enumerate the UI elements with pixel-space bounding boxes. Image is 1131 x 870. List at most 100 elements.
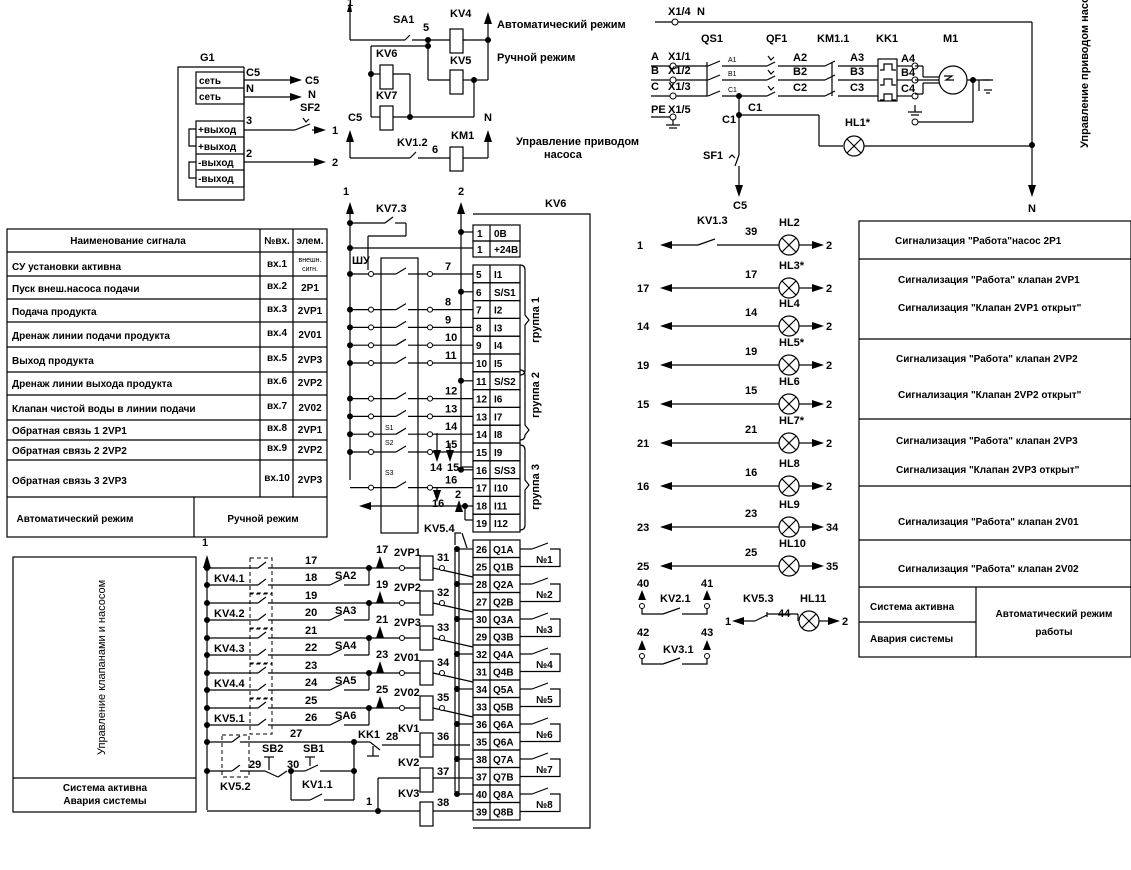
lamp-out-label: 2: [826, 240, 832, 252]
terminal-icon: [427, 484, 433, 491]
terminal-number: 12: [476, 395, 488, 406]
shu-label: ШУ: [352, 255, 370, 267]
lamp-label: HL3*: [779, 260, 805, 272]
n-out-label: N: [1028, 203, 1036, 215]
plc-title: KV6: [545, 198, 566, 210]
qf1-label: QF1: [766, 33, 787, 45]
c1-label-b: C1: [722, 114, 736, 126]
terminal-icon: [368, 360, 374, 366]
output-wire: 31: [437, 552, 449, 564]
terminal-icon: [368, 431, 374, 438]
signal-footer-active: Система активна: [870, 602, 955, 613]
x14-label: X1/4: [668, 6, 692, 18]
terminal-label: I4: [494, 341, 503, 352]
wire-number: 23: [305, 660, 317, 672]
s3-label: S3: [385, 470, 394, 477]
wire-29: 29: [249, 759, 261, 771]
table-row-name: СУ установки активна: [12, 262, 121, 273]
terminal-label: I1: [494, 270, 503, 281]
arrow-left-icon: [660, 439, 672, 447]
pe-label: PE: [651, 104, 666, 116]
terminal-number: 13: [476, 412, 488, 423]
node-label: C2: [793, 82, 807, 94]
kv31-label: KV3.1: [663, 644, 694, 656]
terminal-label: X1/3: [668, 81, 691, 93]
port-set-2: сеть: [199, 92, 221, 103]
terminal-icon: [427, 306, 433, 313]
node-label: C3: [850, 82, 864, 94]
terminal-number: 33: [476, 703, 488, 714]
terminal-number: 10: [476, 359, 488, 370]
wire-number: 9: [445, 314, 451, 326]
g1-label: G1: [200, 52, 215, 64]
terminal-icon: [368, 449, 374, 455]
terminal-label: I3: [494, 323, 503, 334]
kk1-ctrl-label: KK1: [358, 729, 380, 741]
mode-circuit: 1 SA1 5 KV4 Автоматический режим Ручной …: [346, 0, 639, 172]
table-row-element: 2VP2: [298, 378, 323, 389]
signal-label-7: Сигнализация "Клапан 2VP3 открыт": [896, 465, 1080, 476]
x15-label: X1/5: [668, 104, 691, 116]
node-label: A2: [793, 52, 807, 64]
lamp-out-label: 34: [826, 522, 839, 534]
tap-label: 19: [376, 579, 388, 591]
terminal-number: 28: [476, 580, 488, 591]
out-2: 2: [332, 157, 338, 169]
s2-label: S2: [385, 440, 394, 447]
arrow-right-icon: [812, 400, 824, 408]
arrow-left-icon: [660, 241, 672, 249]
kv3-coil-label: KV3: [398, 788, 419, 800]
table-header-element: элем.: [296, 236, 323, 247]
lamp-wire: 15: [745, 385, 757, 397]
node-6-label: 6: [432, 144, 438, 156]
branch-16: 16: [432, 498, 444, 510]
kv54-label: KV5.4: [424, 523, 455, 535]
valve-coil: [419, 625, 434, 651]
tap-arrow: [376, 696, 384, 708]
kv7-label: KV7: [376, 90, 397, 102]
terminal-label: I7: [494, 412, 503, 423]
terminal-icon: [399, 600, 405, 606]
terminal-icon: [439, 670, 445, 676]
kv1-coil-label: KV1: [398, 723, 419, 735]
valve-coil: [419, 695, 434, 721]
wire-number: 14: [445, 421, 458, 433]
terminal-label: S/S1: [494, 288, 516, 299]
terminal-icon: [368, 306, 374, 313]
terminal-number: 6: [476, 288, 482, 299]
terminal-label: Q3B: [493, 633, 514, 644]
lamp-wire: 21: [745, 424, 757, 436]
wire-number: 7: [445, 261, 451, 273]
terminal-label: S/S2: [494, 377, 516, 388]
relay-number: №4: [536, 660, 553, 671]
terminal-icon: [427, 342, 433, 349]
terminal-number: 1: [477, 245, 483, 256]
switch-label: SA4: [335, 640, 357, 652]
terminal-icon: [439, 705, 445, 711]
terminal-number: 1: [477, 229, 483, 240]
terminal-icon: [427, 395, 433, 402]
wire-number: 24: [305, 677, 318, 689]
signal-label-6: Сигнализация "Работа" клапан 2VP3: [896, 435, 1078, 447]
terminal-label: Q8A: [493, 790, 514, 801]
terminal-label: Q2B: [493, 598, 514, 609]
lamp-label: HL2: [779, 217, 800, 229]
tap-arrow: [376, 556, 384, 568]
signal-label-4: Сигнализация "Работа" клапан 2VP2: [896, 353, 1078, 365]
port-out-plus-2: +выход: [198, 142, 237, 153]
terminal-number: 35: [476, 738, 488, 749]
wire-number: 22: [305, 642, 317, 654]
wire-number: 12: [445, 386, 457, 398]
arrow-left-icon: [660, 284, 672, 292]
wire-2: 2: [246, 148, 252, 160]
pump-control-label-2: насоса: [544, 149, 583, 161]
kv6-label: KV6: [376, 48, 397, 60]
table-row-element: 2VP3: [298, 355, 323, 366]
m1-label: M1: [943, 33, 958, 45]
terminal-icon: [427, 360, 433, 366]
table-row-input: вх.10: [264, 473, 290, 484]
valve-coil: [419, 555, 434, 581]
lamp-label: HL4: [779, 298, 801, 310]
